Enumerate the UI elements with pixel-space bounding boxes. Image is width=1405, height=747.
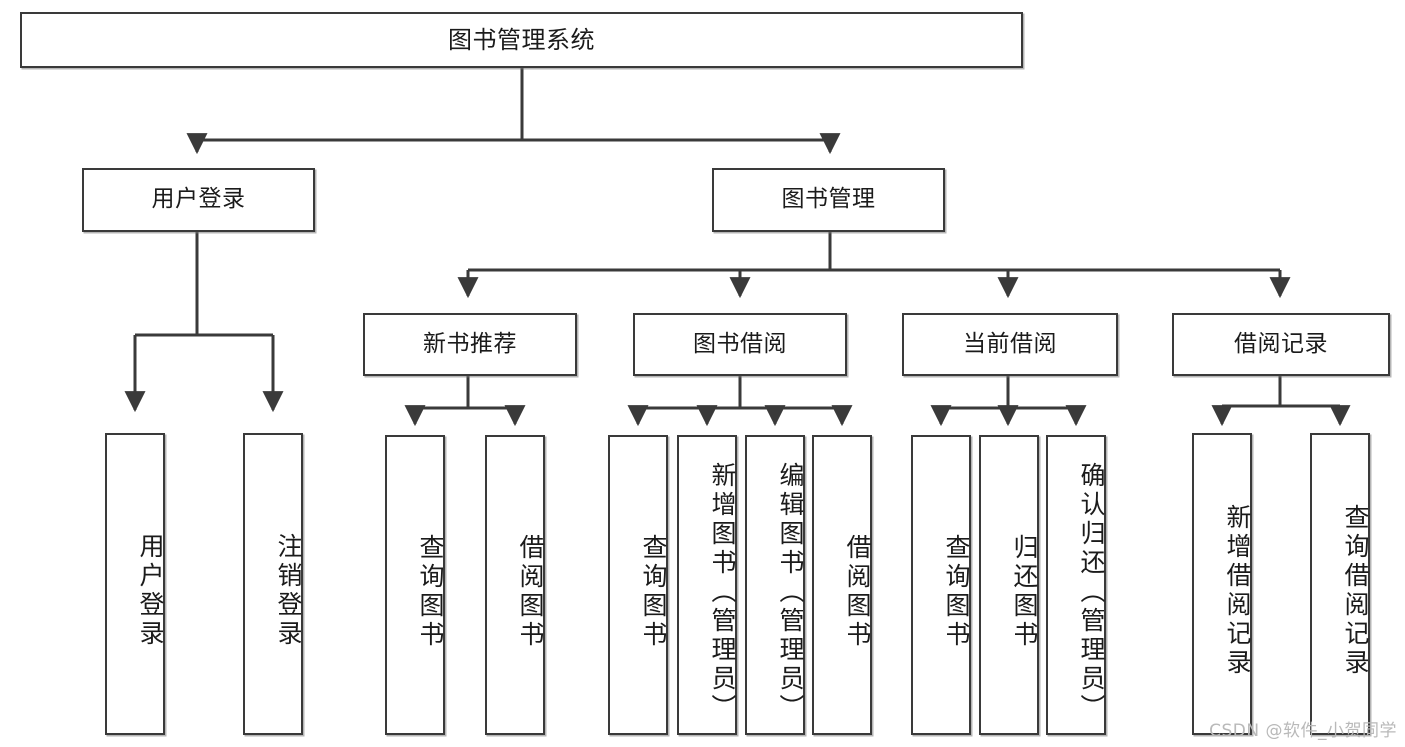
- leaf-query-book-1[interactable]: 查询图书: [385, 435, 445, 735]
- leaf-return-book-label: 归还图书: [1010, 534, 1039, 650]
- leaf-logout-login[interactable]: 注销登录: [243, 433, 303, 735]
- leaf-borrow-book-2-label: 借阅图书: [843, 534, 872, 650]
- node-new-book-recommend[interactable]: 新书推荐: [363, 313, 577, 376]
- leaf-edit-book[interactable]: 编辑图书（管理员）: [745, 435, 805, 735]
- leaf-query-book-2[interactable]: 查询图书: [608, 435, 668, 735]
- node-borrow-record[interactable]: 借阅记录: [1172, 313, 1390, 376]
- leaf-add-book[interactable]: 新增图书（管理员）: [677, 435, 737, 735]
- node-user-login-label: 用户登录: [151, 186, 246, 213]
- leaf-add-record-label: 新增借阅记录: [1223, 504, 1252, 678]
- node-root-label: 图书管理系统: [448, 25, 595, 54]
- node-book-borrow[interactable]: 图书借阅: [633, 313, 847, 376]
- leaf-add-record[interactable]: 新增借阅记录: [1192, 433, 1252, 735]
- leaf-query-book-1-label: 查询图书: [416, 534, 445, 650]
- node-book-borrow-label: 图书借阅: [693, 330, 787, 357]
- node-user-login[interactable]: 用户登录: [82, 168, 315, 232]
- node-borrow-record-label: 借阅记录: [1234, 330, 1328, 357]
- leaf-query-record[interactable]: 查询借阅记录: [1310, 433, 1370, 735]
- leaf-logout-login-label: 注销登录: [274, 533, 303, 649]
- leaf-query-book-3[interactable]: 查询图书: [911, 435, 971, 735]
- leaf-borrow-book-1[interactable]: 借阅图书: [485, 435, 545, 735]
- leaf-edit-book-label: 编辑图书（管理员）: [776, 461, 805, 723]
- node-book-manage[interactable]: 图书管理: [712, 168, 945, 232]
- node-current-borrow-label: 当前借阅: [963, 330, 1057, 357]
- leaf-borrow-book-2[interactable]: 借阅图书: [812, 435, 872, 735]
- leaf-user-login[interactable]: 用户登录: [105, 433, 165, 735]
- leaf-confirm-return[interactable]: 确认归还（管理员）: [1046, 435, 1106, 735]
- node-root[interactable]: 图书管理系统: [20, 12, 1023, 68]
- leaf-borrow-book-1-label: 借阅图书: [516, 534, 545, 650]
- node-book-manage-label: 图书管理: [781, 186, 876, 213]
- leaf-user-login-label: 用户登录: [136, 533, 165, 649]
- leaf-query-record-label: 查询借阅记录: [1341, 504, 1370, 678]
- leaf-query-book-3-label: 查询图书: [942, 534, 971, 650]
- leaf-add-book-label: 新增图书（管理员）: [708, 461, 737, 723]
- node-new-book-recommend-label: 新书推荐: [423, 330, 517, 357]
- node-current-borrow[interactable]: 当前借阅: [902, 313, 1118, 376]
- leaf-return-book[interactable]: 归还图书: [979, 435, 1039, 735]
- leaf-confirm-return-label: 确认归还（管理员）: [1077, 461, 1106, 723]
- watermark: CSDN @软件_小贺同学: [1209, 721, 1397, 741]
- leaf-query-book-2-label: 查询图书: [639, 534, 668, 650]
